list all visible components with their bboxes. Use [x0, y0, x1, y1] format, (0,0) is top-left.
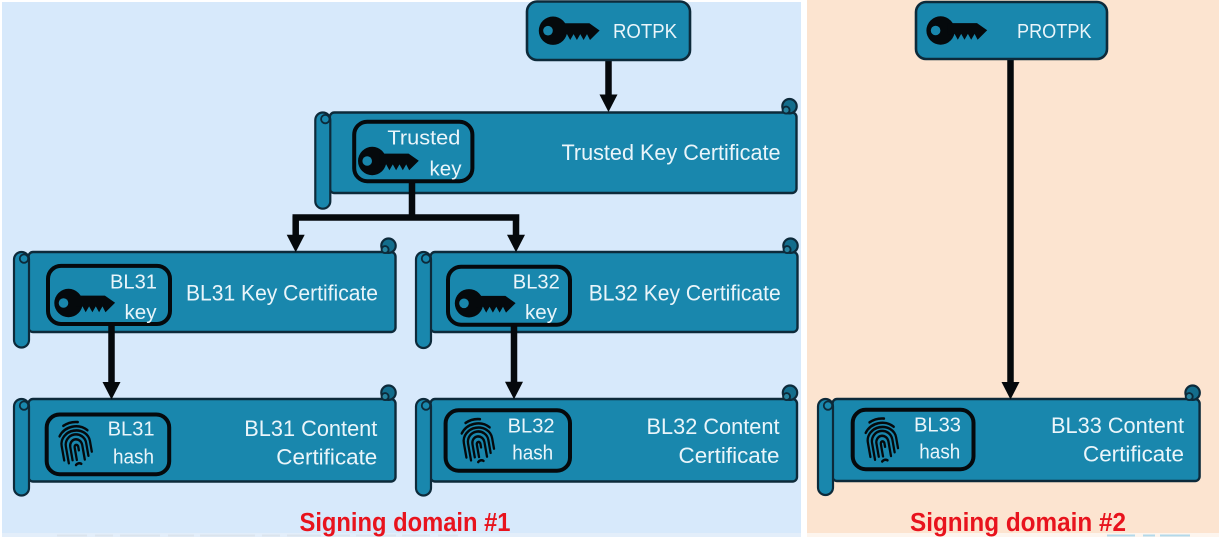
svg-text:BL31: BL31: [110, 270, 157, 293]
svg-text:BL32: BL32: [513, 270, 560, 293]
svg-text:BL31 Key Certificate: BL31 Key Certificate: [186, 281, 378, 306]
svg-text:BL32: BL32: [508, 415, 555, 438]
svg-text:BL33: BL33: [914, 413, 961, 436]
svg-text:BL32 Content: BL32 Content: [647, 414, 780, 439]
svg-text:Certificate: Certificate: [276, 445, 377, 470]
svg-text:hash: hash: [512, 442, 553, 465]
svg-text:hash: hash: [113, 446, 154, 469]
svg-text:Signing domain #1: Signing domain #1: [300, 509, 511, 537]
svg-text:Signing domain #2: Signing domain #2: [910, 509, 1126, 537]
svg-text:Certificate: Certificate: [1083, 442, 1184, 467]
svg-text:key: key: [525, 301, 558, 324]
svg-text:ROTPK: ROTPK: [613, 20, 677, 43]
svg-text:key: key: [430, 157, 463, 180]
svg-text:BL31 Content: BL31 Content: [244, 416, 377, 441]
svg-text:hash: hash: [919, 441, 960, 464]
svg-text:key: key: [125, 301, 158, 324]
svg-text:Certificate: Certificate: [679, 443, 780, 468]
svg-text:Trusted Key Certificate: Trusted Key Certificate: [562, 140, 781, 165]
svg-text:Trusted: Trusted: [387, 127, 460, 150]
svg-text:PROTPK: PROTPK: [1017, 20, 1092, 43]
svg-text:BL33 Content: BL33 Content: [1051, 413, 1184, 438]
svg-text:BL31: BL31: [108, 418, 155, 441]
svg-text:BL32 Key Certificate: BL32 Key Certificate: [589, 281, 781, 306]
